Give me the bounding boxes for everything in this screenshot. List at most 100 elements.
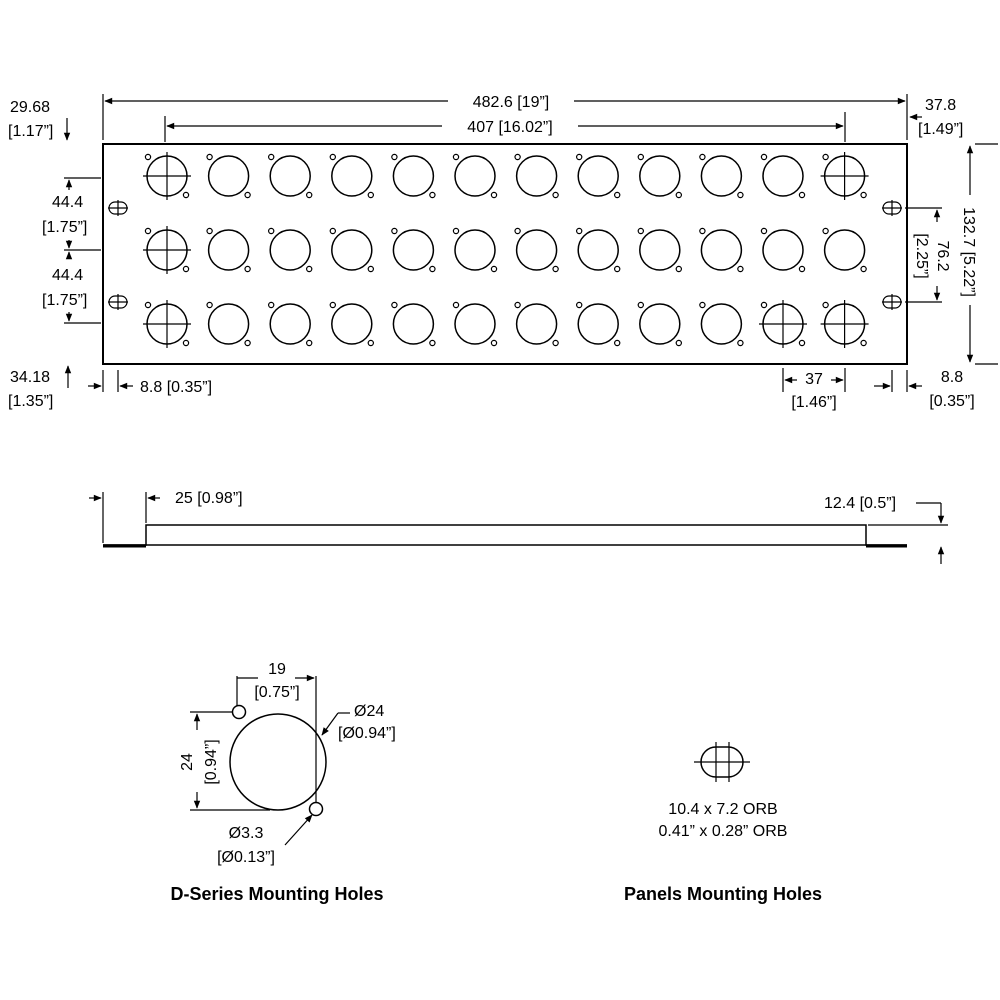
- panel-mount-hole-left-bottom: [108, 294, 128, 310]
- right-top-offset-label: 37.8: [925, 97, 956, 114]
- screw-hole: [637, 301, 645, 309]
- overall-width-label: 482.6 [19”]: [473, 94, 550, 111]
- connector-cutout: [268, 301, 313, 347]
- screw-hole: [699, 153, 706, 161]
- screw-hole: [429, 339, 436, 347]
- panel-mount-title: Panels Mounting Holes: [624, 884, 822, 904]
- dim-d-series-height: 24 [0.94”]: [179, 711, 270, 811]
- d-series-spacing-label: 19: [268, 661, 286, 678]
- right-hole-offset-label: 8.8: [941, 369, 963, 386]
- screw-hole: [552, 339, 559, 347]
- screw-hole: [268, 301, 275, 309]
- screw-hole: [306, 265, 313, 273]
- front-view: 482.6 [19”] 407 [16.02”] 29.68 [1.17”] 3…: [8, 94, 998, 411]
- dim-d-series-diameter: Ø24 [Ø0.94”]: [321, 703, 396, 742]
- screw-hole: [367, 191, 374, 199]
- screw-hole: [860, 191, 867, 199]
- screw-hole: [329, 153, 336, 161]
- screw-hole: [576, 227, 583, 235]
- side-view: 25 [0.98”] 12.4 [0.5”]: [89, 490, 948, 564]
- connector-cutout: [391, 153, 436, 199]
- connector-cutout: [699, 227, 744, 273]
- panel-slot-size-mm: 10.4 x 7.2 ORB: [668, 801, 777, 818]
- screw-hole: [737, 191, 744, 199]
- screw-hole: [144, 301, 152, 309]
- screw-hole: [429, 191, 436, 199]
- d-series-diameter-label: Ø24: [354, 703, 384, 720]
- flange-offset-label: 25 [0.98”]: [175, 490, 243, 507]
- screw-hole: [206, 153, 213, 161]
- screw-hole: [675, 191, 683, 199]
- connector-cutout: [143, 152, 191, 200]
- dim-flange-offset: 25 [0.98”]: [89, 490, 243, 543]
- screw-hole: [391, 153, 398, 161]
- screw-hole: [637, 153, 645, 161]
- panel-mount-hole-right-top: [882, 200, 902, 216]
- screw-hole: [391, 227, 398, 235]
- screw-hole: [367, 339, 374, 347]
- connector-cutout: [759, 300, 807, 348]
- connector-cutout: [206, 153, 251, 199]
- left-hole-offset-label: 8.8 [0.35”]: [140, 379, 212, 396]
- side-profile-outline: [103, 524, 907, 546]
- screw-hole: [268, 153, 275, 161]
- screw-hole: [614, 339, 621, 347]
- d-series-screw-hole-top: [231, 704, 247, 720]
- connector-cutout: [820, 300, 869, 348]
- mount-hole-spacing-label: 76.2: [934, 240, 951, 271]
- screw-hole: [737, 339, 744, 347]
- dim-depth: 12.4 [0.5”]: [824, 495, 948, 564]
- connector-cutout: [143, 300, 191, 348]
- screw-hole: [452, 227, 460, 235]
- connector-cutout: [637, 153, 683, 199]
- connector-cutout: [760, 153, 806, 199]
- connector-cutout: [699, 153, 744, 199]
- dim-panel-height: 132.7 [5.22”]: [960, 143, 998, 365]
- connector-cutout: [329, 153, 374, 199]
- column-pitch-inch: [1.46”]: [791, 394, 836, 411]
- screw-hole: [675, 265, 683, 273]
- screw-hole: [306, 191, 313, 199]
- dim-row-pitch: 44.4 [1.75”] 44.4 [1.75”]: [42, 177, 101, 324]
- screw-hole: [182, 339, 190, 347]
- bottom-left-offset-label: 34.18: [10, 369, 50, 386]
- screw-hole: [244, 339, 251, 347]
- connector-span-label: 407 [16.02”]: [467, 119, 552, 136]
- panel-outline: [102, 143, 908, 365]
- screw-hole: [329, 227, 336, 235]
- screw-hole: [614, 191, 621, 199]
- dim-right-top-offset: 37.8 [1.49”]: [909, 97, 963, 138]
- d-series-detail: 19 [0.75”] Ø24 [Ø0.94”] 24 [0.94”] Ø3.3 …: [170, 661, 395, 904]
- screw-hole: [760, 153, 768, 161]
- screw-hole: [206, 227, 213, 235]
- panel-height-label: 132.7 [5.22”]: [960, 207, 977, 297]
- screw-hole: [268, 227, 275, 235]
- screw-hole: [737, 265, 744, 273]
- connector-cutout: [822, 227, 867, 273]
- connector-cutout: [452, 227, 498, 273]
- screw-hole: [144, 153, 152, 161]
- screw-hole: [490, 265, 498, 273]
- panel-slot-size-inch: 0.41” x 0.28” ORB: [659, 823, 788, 840]
- connector-cutout: [452, 301, 498, 347]
- connector-cutout: [576, 153, 621, 199]
- screw-hole: [576, 153, 583, 161]
- dim-column-pitch: 37 [1.46”]: [782, 368, 846, 411]
- d-series-height-inch: [0.94”]: [203, 739, 220, 784]
- row-pitch-2-inch: [1.75”]: [42, 292, 87, 309]
- connector-cutout: [143, 226, 191, 274]
- connector-cutout: [514, 301, 559, 347]
- connector-cutout: [637, 301, 683, 347]
- screw-hole: [244, 265, 251, 273]
- screw-hole: [206, 301, 213, 309]
- screw-hole: [637, 227, 645, 235]
- screw-hole: [798, 265, 806, 273]
- panel-mount-detail: 10.4 x 7.2 ORB 0.41” x 0.28” ORB Panels …: [624, 742, 822, 904]
- screw-hole: [860, 339, 867, 347]
- screw-hole: [760, 227, 768, 235]
- screw-hole: [182, 265, 190, 273]
- bottom-left-offset-inch: [1.35”]: [8, 393, 53, 410]
- connector-cutout: [391, 301, 436, 347]
- dim-mount-hole-spacing: 76.2 [2.25”]: [905, 207, 951, 303]
